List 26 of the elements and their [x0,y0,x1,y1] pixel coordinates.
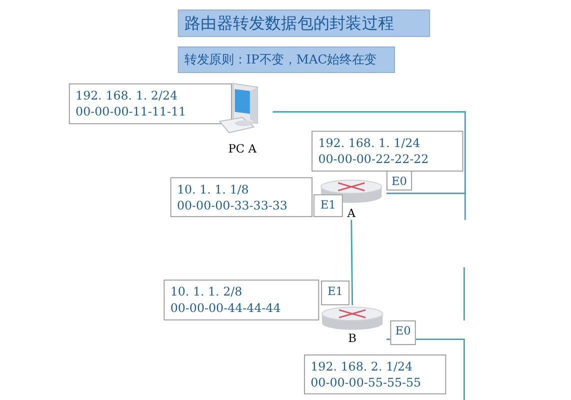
address-text: 192. 168. 1. 2/24 [76,87,179,104]
address-box [170,177,313,218]
connector-line [350,220,354,306]
address-box [312,130,464,172]
port-label: E1 [321,280,350,306]
address-text: 10. 1. 1. 1/8 [176,181,250,198]
address-box [164,280,320,320]
device-label: A [346,206,356,220]
address-box [304,354,446,394]
address-text: 192. 168. 1. 1/24 [318,134,422,151]
device-label: B [347,332,358,346]
address-box [68,83,232,124]
address-text: 00-00-00-22-22-22 [318,150,430,167]
port-label: E1 [313,194,343,218]
address-text: 00-00-00-33-33-33 [176,197,288,214]
address-text: 00-00-00-11-11-11 [76,103,188,120]
address-text: 00-00-00-55-55-55 [310,374,422,391]
address-text: 10. 1. 1. 2/8 [170,283,244,300]
address-text: 00-00-00-44-44-44 [170,300,282,316]
connector-line [272,111,466,194]
address-text: 192. 168. 2. 1/24 [310,358,414,374]
title-banner: 路由器转发数据包的封装过程 [178,9,430,37]
port-label: E0 [390,320,416,346]
port-label: E0 [386,170,412,191]
device-label: PC A [227,142,258,156]
note-banner: 转发原则：IP不变，MAC始终在变 [178,46,395,73]
